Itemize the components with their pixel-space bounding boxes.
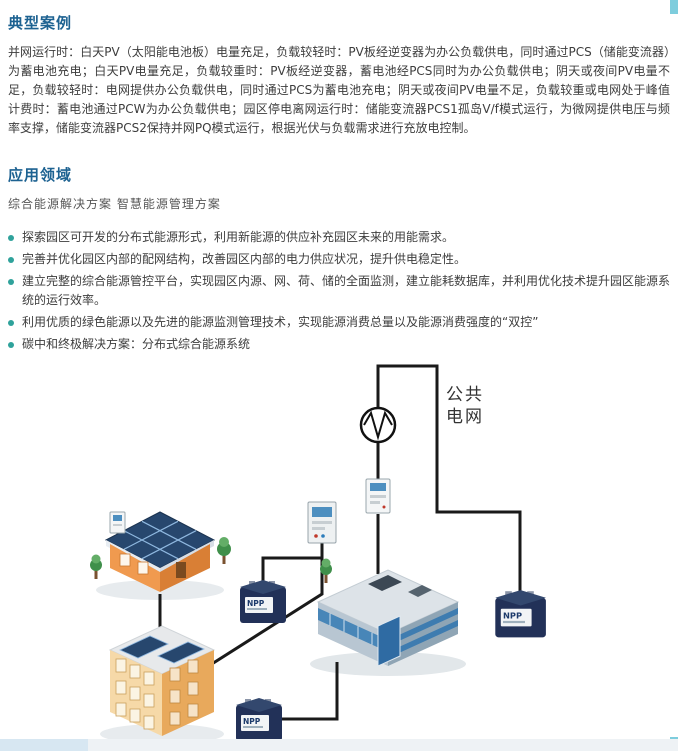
apartment-windows-left (115, 658, 155, 730)
bullet-dot-icon (8, 279, 14, 285)
right-edge-accent-top (670, 0, 678, 14)
application-subtitle: 综合能源解决方案 智慧能源管理方案 (8, 197, 221, 211)
solar-panel-grid (123, 520, 197, 560)
meter-line (113, 524, 122, 526)
house-window (137, 561, 149, 575)
factory-building (316, 569, 460, 667)
battery-top (240, 580, 286, 594)
bullet-dot-icon (8, 342, 14, 348)
application-section: 应用领域 综合能源解决方案 智慧能源管理方案 探索园区可开发的分布式能源形式，利… (8, 164, 670, 354)
meter-screen (113, 515, 122, 521)
transformer-icon (359, 406, 397, 444)
solar-house (104, 511, 216, 592)
content-area: 典型案例 并网运行时：白天PV（太阳能电池板）电量充足，负载较轻时：PV板经逆变… (0, 0, 678, 354)
battery-storage: NPP (236, 698, 282, 741)
meter-line (312, 527, 325, 530)
public-grid-label: 公共电网 (446, 385, 484, 427)
battery-brand: NPP (503, 611, 522, 621)
factory-glass-band (318, 608, 388, 652)
tree (217, 537, 231, 564)
bullet-text: 探索园区可开发的分布式能源形式，利用新能源的供应补充园区未来的用能需求。 (22, 230, 455, 244)
bullet-item: 建立完整的综合能源管控平台，实现园区内源、网、荷、储的全面监测，建立能耗数据库，… (8, 272, 670, 310)
bullet-item: 探索园区可开发的分布式能源形式，利用新能源的供应补充园区未来的用能需求。 (8, 228, 670, 247)
bullet-text: 完善并优化园区内部的配网结构，改善园区内部的电力供应状况，提升供电稳定性。 (22, 252, 467, 266)
tree (320, 558, 332, 583)
battery-brand: NPP (243, 717, 261, 726)
power-line-meter-apartment (195, 543, 324, 676)
diagram-canvas: NPP NPP NPP (90, 364, 546, 744)
house-door (176, 562, 186, 578)
electric-meter (109, 511, 126, 534)
factory-window-stripe (388, 620, 458, 658)
battery-top (236, 698, 282, 712)
factory-entrance-glass (377, 615, 401, 667)
tree (90, 554, 102, 579)
roof-unit (368, 575, 402, 591)
apartment-windows-right (169, 659, 199, 726)
application-bullet-list: 探索园区可开发的分布式能源形式，利用新能源的供应补充园区未来的用能需求。 完善并… (8, 228, 670, 354)
battery-brand: NPP (247, 599, 265, 608)
bullet-text: 建立完整的综合能源管控平台，实现园区内源、网、荷、储的全面监测，建立能耗数据库，… (22, 274, 671, 307)
meter-led (382, 505, 386, 509)
battery-storage: NPP (495, 590, 546, 638)
factory-window-stripe (388, 608, 458, 646)
power-line-battery1 (261, 556, 322, 581)
battery-label-line (503, 620, 525, 624)
meter-screen (370, 483, 386, 491)
roof-unit (408, 585, 432, 597)
power-line-battery3-factory (282, 662, 339, 721)
bullet-dot-icon (8, 235, 14, 241)
roof-solar-panel (157, 641, 205, 664)
bullet-item: 碳中和终极解决方案：分布式综合能源系统 (8, 335, 670, 354)
glass-mullions (329, 613, 373, 645)
bullet-text: 碳中和终极解决方案：分布式综合能源系统 (22, 337, 251, 351)
apartment-building (108, 625, 216, 736)
energy-network-diagram: NPP NPP NPP (0, 362, 678, 751)
meter-line (370, 495, 386, 498)
bullet-text: 利用优质的绿色能源以及先进的能源监测管理技术，实现能源消费总量以及能源消费强度的… (22, 315, 539, 329)
bullet-item: 完善并优化园区内部的配网结构，改善园区内部的电力供应状况，提升供电稳定性。 (8, 250, 670, 269)
battery-storage: NPP (240, 580, 286, 623)
battery-label-line (243, 726, 263, 728)
bullet-item: 利用优质的绿色能源以及先进的能源监测管理技术，实现能源消费总量以及能源消费强度的… (8, 313, 670, 332)
house-window (119, 553, 131, 567)
meter-line (370, 501, 380, 504)
footer-band (0, 739, 678, 751)
footer-left-block (0, 739, 88, 751)
electric-meter (365, 478, 391, 514)
meter-led (321, 534, 325, 538)
roof-solar-panel (119, 635, 169, 659)
battery-label-line (247, 608, 267, 610)
meter-screen (312, 507, 332, 517)
case-section: 典型案例 并网运行时：白天PV（太阳能电池板）电量充足，负载较轻时：PV板经逆变… (8, 12, 670, 138)
meter-line (312, 521, 332, 524)
bullet-dot-icon (8, 320, 14, 326)
case-section-body: 并网运行时：白天PV（太阳能电池板）电量充足，负载较轻时：PV板经逆变器为办公负… (8, 45, 670, 135)
bullet-dot-icon (8, 257, 14, 263)
application-section-title: 应用领域 (8, 166, 73, 184)
case-section-title: 典型案例 (8, 14, 73, 32)
power-line-grid-main (376, 364, 522, 591)
meter-led (314, 534, 318, 538)
electric-meter (307, 501, 337, 544)
